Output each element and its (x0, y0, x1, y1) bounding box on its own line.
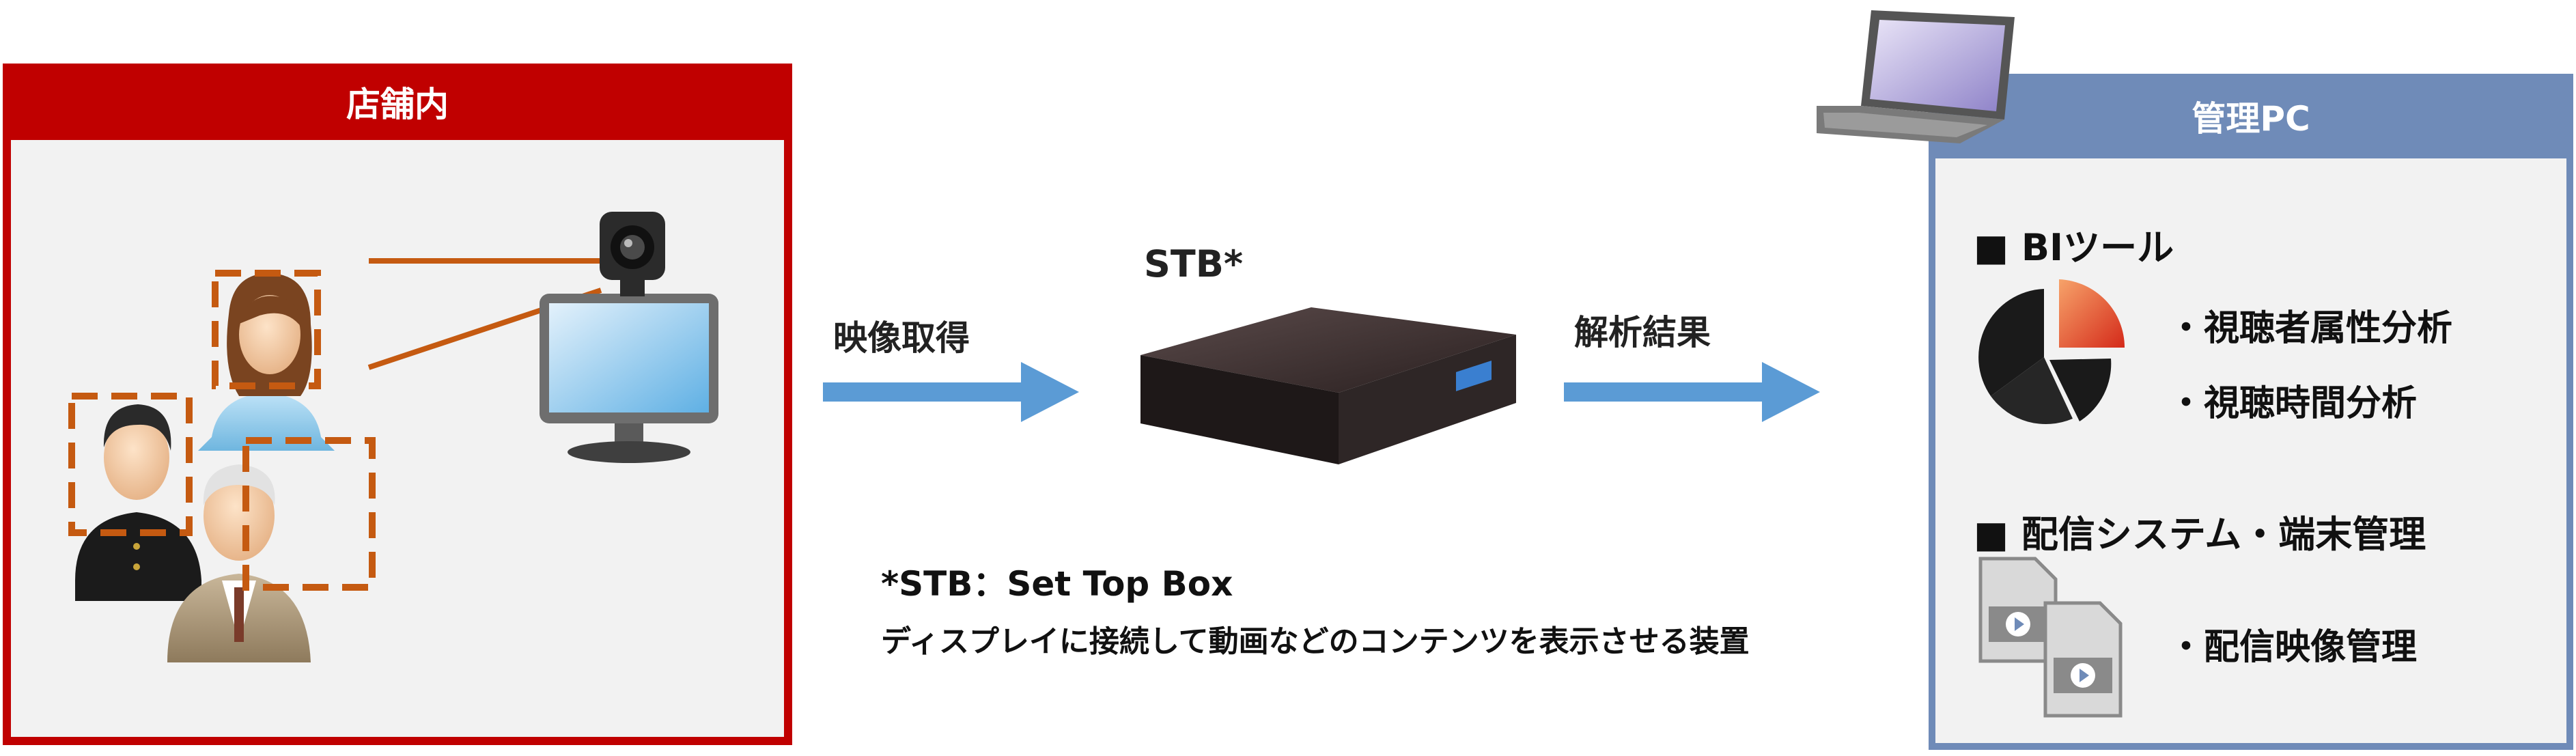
detection-box-boy (68, 393, 193, 536)
face-detection-overlay (68, 270, 376, 591)
flow-input-label: 映像取得 (833, 318, 970, 358)
webcam-icon (600, 212, 665, 296)
pc-title: 管理PC (1929, 74, 2573, 158)
laptop-icon (1817, 10, 2015, 143)
arrow-to-pc (1564, 362, 1820, 422)
note-line2: ディスプレイに接続して動画などのコンテンツを表示させる装置 (881, 624, 1750, 659)
stb-device-icon (1140, 307, 1516, 464)
detection-box-woman (212, 270, 321, 389)
video-files-icon (1978, 557, 2123, 718)
person-woman-icon (198, 273, 335, 451)
flow-output-label: 解析結果 (1574, 313, 1711, 352)
pie-chart-icon (1978, 279, 2125, 425)
note-line1: *STB：Set Top Box (881, 564, 1233, 604)
section-bi-heading: ■ BIツール (1974, 226, 2174, 269)
device-label: STB* (1144, 242, 1244, 285)
detection-box-elderly (242, 437, 376, 591)
arrow-to-stb (823, 362, 1079, 422)
camera-monitor (540, 212, 718, 463)
store-title: 店舗内 (3, 64, 792, 140)
bi-item-viewing-time: ・視聴時間分析 (2168, 383, 2418, 424)
people-illustration (75, 273, 335, 662)
section-delivery-heading: ■ 配信システム・端末管理 (1974, 513, 2426, 556)
person-elderly-icon (167, 464, 311, 662)
monitor-icon (540, 294, 718, 463)
bi-item-audience-attributes: ・視聴者属性分析 (2168, 308, 2453, 349)
delivery-item-video-management: ・配信映像管理 (2168, 627, 2418, 668)
